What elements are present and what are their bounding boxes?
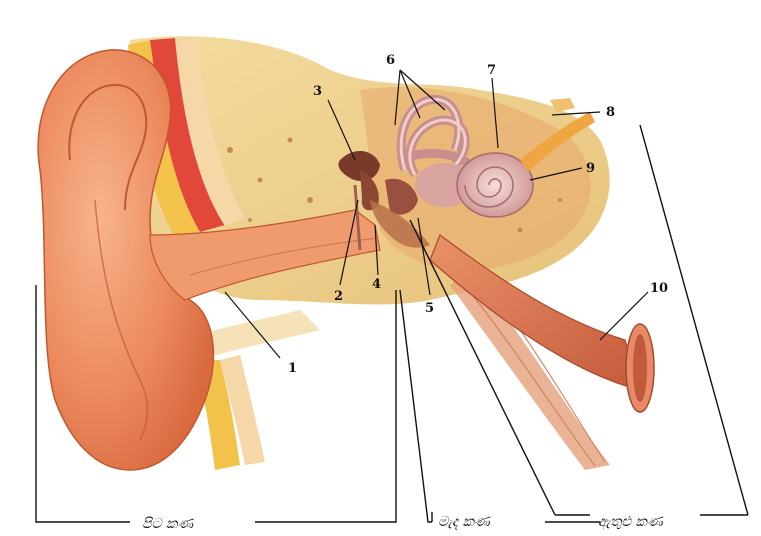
label-1: 1 (288, 361, 297, 376)
label-3: 3 (313, 84, 322, 99)
label-6: 6 (386, 53, 395, 68)
region-label-inner: ඇතුළු කණ (598, 514, 664, 531)
region-label-outer: පිට කණ (142, 516, 194, 532)
label-10: 10 (650, 281, 668, 296)
label-2: 2 (334, 289, 343, 304)
label-4: 4 (372, 277, 381, 292)
label-9: 9 (586, 161, 595, 176)
label-8: 8 (606, 105, 615, 120)
cochlea (457, 153, 533, 217)
region-label-middle: මැද කණ (438, 514, 491, 530)
label-7: 7 (487, 63, 496, 78)
label-5: 5 (425, 301, 434, 316)
